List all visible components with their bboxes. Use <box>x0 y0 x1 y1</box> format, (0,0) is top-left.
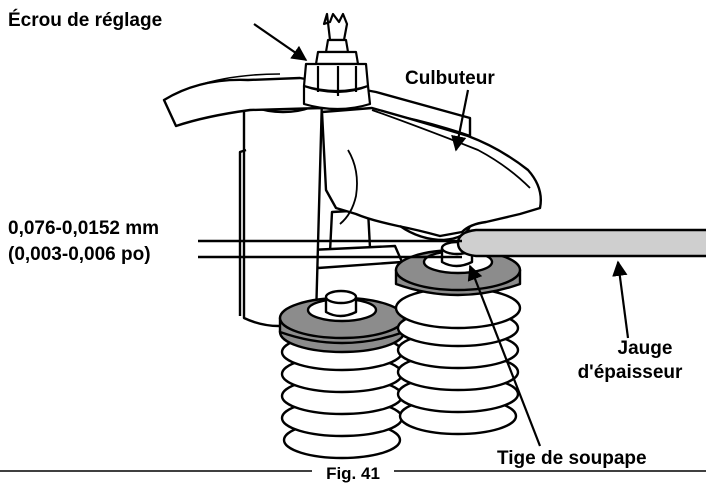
figure-caption: Fig. 41 <box>326 464 380 483</box>
adjusting-nut <box>302 12 372 111</box>
leader-arrows <box>253 23 630 447</box>
label-clearance-mm: 0,076-0,0152 mm <box>8 218 159 239</box>
label-feeler-gauge-1: Jauge <box>618 338 673 359</box>
valve-spring-left <box>278 289 406 460</box>
label-valve-stem: Tige de soupape <box>497 448 647 469</box>
label-adjusting-nut: Écrou de réglage <box>8 9 162 31</box>
label-clearance-in: (0,003-0,006 po) <box>8 244 151 265</box>
arrow-feeler-gauge <box>612 260 630 339</box>
arrow-rocker-arm <box>451 89 470 152</box>
label-feeler-gauge-2: d'épaisseur <box>578 362 683 383</box>
valve-spring-right <box>394 240 522 436</box>
pushrod-guide <box>238 78 324 328</box>
clearance-lines <box>198 239 462 259</box>
arrow-adjusting-nut <box>253 23 308 61</box>
feeler-gauge <box>456 228 706 258</box>
arrow-valve-stem <box>467 264 542 447</box>
label-rocker-arm: Culbuteur <box>405 68 495 89</box>
